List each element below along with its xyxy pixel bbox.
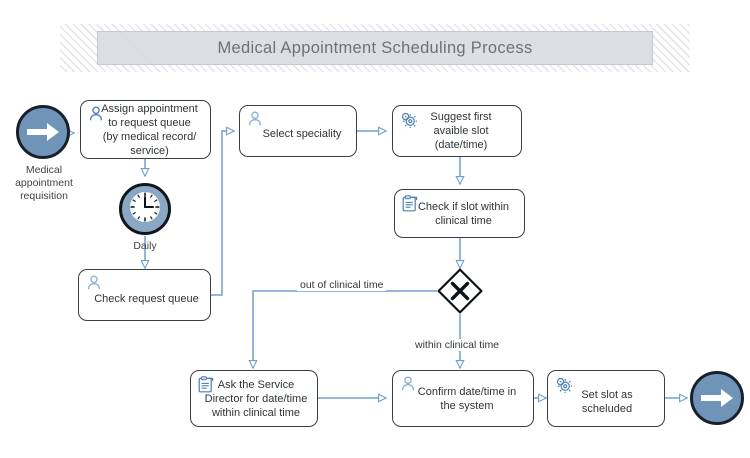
label-line2: to request queue (108, 116, 191, 129)
timer-label-text: Daily (133, 240, 157, 252)
clipboard-icon (198, 376, 216, 394)
user-icon (400, 376, 418, 394)
label-line3: (date/time) (434, 139, 488, 151)
label-line1: Suggest first (430, 111, 492, 123)
start-event[interactable] (16, 105, 70, 159)
title-banner-box: Medical Appointment Scheduling Process (97, 31, 653, 65)
clock-icon (125, 187, 165, 232)
exclusive-gateway[interactable] (437, 268, 483, 314)
user-icon (88, 106, 106, 124)
label-line4: service) (130, 144, 169, 157)
task-confirm-date-time-label: Confirm date/time in the system (399, 385, 527, 413)
task-check-request-queue-label: Check request queue (85, 292, 204, 306)
label-line1: Select speciality (262, 128, 342, 140)
label-line1: Check if slot within (417, 200, 510, 213)
page-title: Medical Appointment Scheduling Process (217, 38, 533, 57)
edge-label-out-of-clinical-time: out of clinical time (297, 279, 387, 291)
gear-icon (555, 376, 573, 394)
task-set-slot-scheduled-label: Set slot as scheluded (554, 388, 658, 416)
task-suggest-first-slot-label: Suggest first avaible slot (date/time) (399, 110, 515, 152)
label-line2: the system (440, 399, 494, 412)
task-check-slot-clinical-time[interactable]: Check if slot within clinical time (394, 189, 525, 238)
task-check-slot-clinical-time-label: Check if slot within clinical time (401, 200, 518, 228)
label-line1: Ask the Service (217, 378, 295, 391)
task-ask-service-director-label: Ask the Service Director for date/time w… (197, 378, 311, 420)
user-icon (86, 275, 104, 293)
task-ask-service-director[interactable]: Ask the Service Director for date/time w… (190, 370, 318, 427)
start-event-label: Medical appointment requisition (0, 164, 88, 203)
label-line2: avaible slot (433, 125, 489, 137)
label-line1: Set slot as scheluded (581, 388, 633, 415)
gear-icon (400, 111, 418, 129)
label-line2: Director for date/time (204, 392, 308, 405)
start-event-label-line3: requisition (20, 190, 68, 202)
timer-event-daily[interactable] (119, 183, 171, 235)
end-event[interactable] (690, 371, 744, 425)
task-assign-appointment-label: Assign appointment to request queue (by … (87, 102, 204, 158)
task-check-request-queue[interactable]: Check request queue (78, 269, 211, 321)
arrow-right-icon (26, 121, 60, 143)
task-select-speciality[interactable]: Select speciality (239, 105, 357, 157)
timer-event-label: Daily (105, 240, 185, 253)
label-line1: Check request queue (94, 293, 199, 305)
arrow-right-icon (700, 387, 734, 409)
label-line1: Confirm date/time in (417, 385, 517, 398)
edge-label-within-clinical-time: within clinical time (412, 339, 503, 351)
task-confirm-date-time[interactable]: Confirm date/time in the system (392, 370, 534, 427)
edge-label-text: within clinical time (415, 339, 500, 351)
label-line2: clinical time (435, 214, 492, 227)
label-line3: (by medical record/ (102, 130, 197, 143)
start-event-label-line1: Medical (25, 164, 63, 176)
task-assign-appointment[interactable]: Assign appointment to request queue (by … (80, 100, 211, 159)
task-set-slot-scheduled[interactable]: Set slot as scheluded (547, 370, 665, 427)
label-line3: within clinical time (211, 406, 301, 419)
edge-label-text: out of clinical time (300, 279, 384, 291)
task-suggest-first-slot[interactable]: Suggest first avaible slot (date/time) (392, 105, 522, 157)
title-banner: Medical Appointment Scheduling Process (60, 24, 690, 72)
label-line1: Assign appointment (101, 102, 198, 115)
clipboard-icon (402, 195, 420, 213)
user-icon (247, 111, 265, 129)
start-event-label-line2: appointment (15, 177, 73, 189)
task-select-speciality-label: Select speciality (246, 127, 350, 141)
